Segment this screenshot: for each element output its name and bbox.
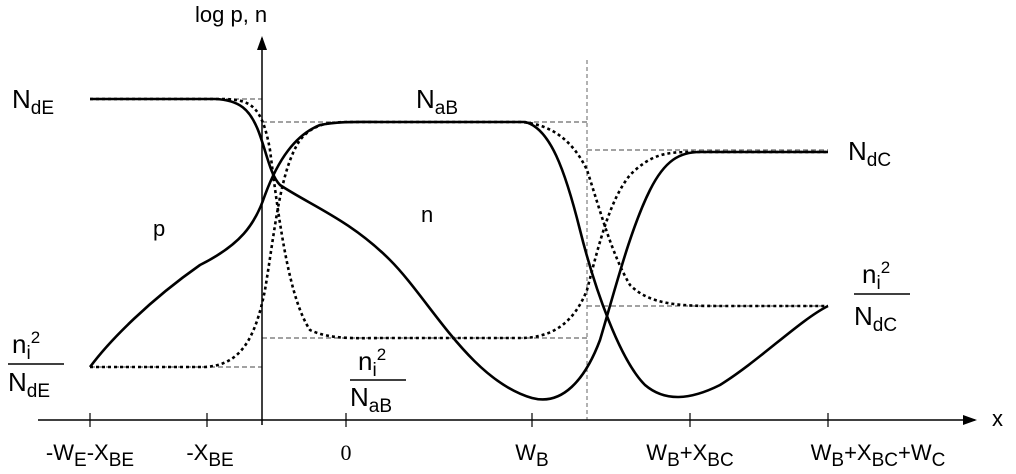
fraction-ni2-nab-denominator: NaB: [350, 382, 392, 417]
x-tick-marks: [89, 413, 829, 427]
tick-label-neg-xbe: -XBE: [186, 440, 233, 471]
fraction-ni2-ndc-denominator: NdC: [854, 301, 897, 336]
tick-label-wb-xbc: WB+XBC: [646, 440, 733, 471]
region-label-p: p: [153, 216, 165, 241]
y-axis-label: log p, n: [195, 2, 267, 27]
bias-curves: [88, 97, 829, 401]
n-equilibrium-curve: [90, 120, 828, 369]
equilibrium-curves: [90, 97, 828, 369]
level-guides: [90, 98, 828, 368]
fraction-ni2-nab-numerator: ni2: [358, 345, 386, 381]
fraction-ni2-ndc-numerator: ni2: [862, 258, 890, 294]
region-label-n: n: [421, 202, 433, 227]
p-equilibrium-curve: [90, 97, 828, 340]
p-solid-curve: [90, 97, 828, 401]
fraction-ni2-nab: ni2 NaB: [350, 345, 406, 417]
label-nde: NdE: [12, 84, 54, 119]
fraction-ni2-nde-numerator: ni2: [12, 328, 40, 364]
label-nab: NaB: [416, 84, 458, 119]
tick-label-wb-xbc-wc: WB+XBC+WC: [811, 440, 946, 471]
x-axis-label: x: [992, 406, 1003, 431]
tick-label-zero: 0: [341, 440, 352, 465]
label-ndc: NdC: [848, 136, 891, 171]
tick-label-wb: WB: [515, 440, 548, 471]
fraction-ni2-nde: ni2 NdE: [8, 328, 64, 402]
fraction-ni2-nde-denominator: NdE: [8, 367, 50, 402]
n-solid-curve: [88, 120, 829, 399]
fraction-ni2-ndc: ni2 NdC: [854, 258, 910, 336]
tick-label-neg-we-xbe: -WE-XBE: [46, 440, 134, 471]
